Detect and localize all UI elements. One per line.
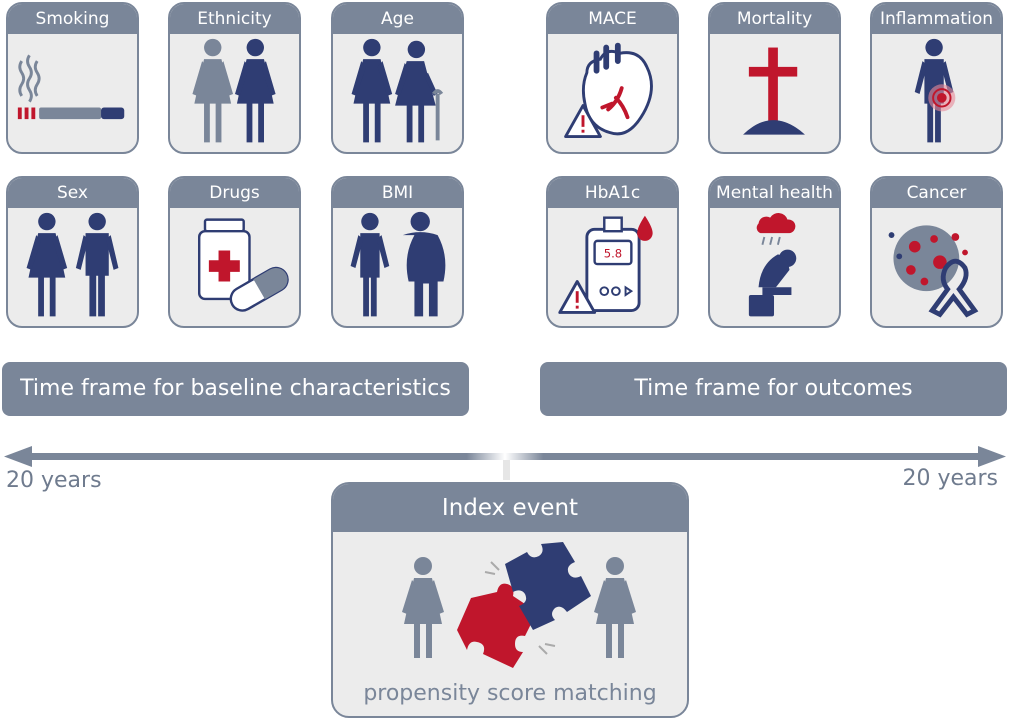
index-event-box: Index event propensity score matching: [331, 482, 689, 718]
card-title: Age: [333, 4, 462, 34]
woman-left-icon: [402, 557, 444, 658]
card-title: Sex: [8, 178, 137, 208]
cancer-cells-and-ribbon-icon: [888, 225, 979, 318]
card-title: HbA1c: [548, 178, 677, 208]
card-mortality: Mortality: [708, 2, 841, 154]
index-event-title: Index event: [333, 484, 687, 532]
card-drugs: Drugs: [168, 176, 301, 328]
medicine-bottle-and-capsule-icon: [197, 218, 289, 312]
card-title: Cancer: [872, 178, 1001, 208]
person-with-inflammation-icon: [914, 38, 956, 143]
two-women-icon: [192, 38, 276, 143]
card-title: Smoking: [8, 4, 137, 34]
card-bmi: BMI: [331, 176, 464, 328]
card-title: Ethnicity: [170, 4, 299, 34]
matched-pair-illustration: [402, 542, 636, 668]
cigarette-icon: [17, 54, 125, 120]
card-age: Age: [331, 2, 464, 154]
index-event-caption: propensity score matching: [363, 681, 657, 706]
woman-and-elderly-woman-icon: [351, 38, 444, 143]
card-title: Mortality: [710, 4, 839, 34]
woman-and-man-icon: [26, 212, 119, 317]
card-title: Drugs: [170, 178, 299, 208]
card-hba1c: HbA1c 5.8: [546, 176, 679, 328]
glucose-meter-icon: 5.8: [558, 215, 653, 314]
card-sex: Sex: [6, 176, 139, 328]
outcomes-timeframe-label: Time frame for outcomes: [634, 376, 913, 401]
card-ethnicity: Ethnicity: [168, 2, 301, 154]
heart-with-warning-icon: [564, 42, 653, 138]
card-mace: MACE: [546, 2, 679, 154]
sad-person-under-cloud-icon: [748, 213, 797, 317]
timeline-left-label: 20 years: [6, 468, 102, 493]
card-inflammation: Inflammation: [870, 2, 1003, 154]
card-cancer: Cancer: [870, 176, 1003, 328]
woman-right-icon: [594, 557, 636, 658]
card-title: MACE: [548, 4, 677, 34]
timeline-right-label: 20 years: [902, 466, 998, 491]
puzzle-pieces-icon: [457, 542, 591, 668]
timeline-arrow: [4, 446, 1006, 480]
card-title: Inflammation: [872, 4, 1001, 34]
baseline-timeframe-bar: Time frame for baseline characteristics: [2, 362, 469, 416]
card-smoking: Smoking: [6, 2, 139, 154]
outcomes-timeframe-bar: Time frame for outcomes: [540, 362, 1007, 416]
baseline-timeframe-label: Time frame for baseline characteristics: [20, 376, 451, 401]
cross-grave-icon: [743, 47, 805, 135]
card-title: Mental health: [710, 178, 839, 208]
card-title: BMI: [333, 178, 462, 208]
glucose-reading: 5.8: [604, 246, 622, 260]
card-mental-health: Mental health: [708, 176, 841, 328]
slim-and-obese-person-icon: [350, 211, 446, 317]
